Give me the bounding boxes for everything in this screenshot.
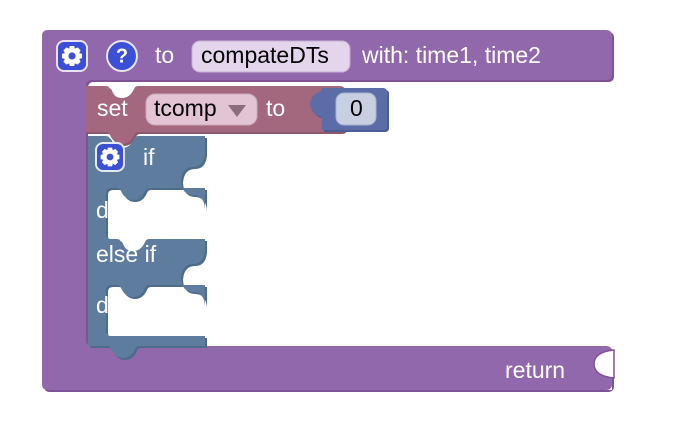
procedure-header-row[interactable]: ? to compateDTs with: time1, time2 [56,40,541,73]
question-mark-icon[interactable]: ? [116,45,128,67]
set-label: set [97,95,128,121]
return-label: return [505,357,565,383]
if-statement-socket-1[interactable] [111,190,205,236]
if-mutator-gear-button[interactable] [95,142,125,172]
question-mark-icon-background[interactable] [106,40,138,72]
with-params-label: with: time1, time2 [361,42,541,68]
procedure-block-body[interactable] [42,30,612,390]
variable-dropdown-background[interactable] [145,93,258,126]
chevron-down-icon[interactable] [228,105,246,117]
procedure-definition-block[interactable] [42,30,615,392]
number-field-background[interactable] [335,92,377,126]
gear-icon[interactable] [62,46,82,66]
to-label: to [155,42,174,68]
if-statement-socket-2[interactable] [111,287,205,333]
math-number-block[interactable]: 0 [310,88,389,132]
procedure-name-field-background[interactable] [191,40,351,73]
set-to-label: to [266,95,285,121]
help-question-button[interactable]: ? [106,40,138,72]
controls-if-block[interactable]: if do else if do [88,136,207,360]
return-socket-shape[interactable] [593,349,615,379]
mutator-gear-button[interactable] [56,40,88,72]
if-condition-socket-1[interactable] [181,140,207,186]
variable-name-field[interactable]: tcomp [154,95,217,121]
if-row-label-do-1: do [96,197,122,223]
if-block-body[interactable] [88,136,205,358]
if-row-label-do-2: do [96,292,122,318]
procedure-name-field[interactable]: compateDTs [201,42,329,68]
if-condition-socket-2[interactable] [181,238,207,284]
if-row-label-else-if: else if [96,241,157,267]
gear-icon[interactable] [100,147,120,167]
set-variable-block[interactable]: set tcomp to [86,86,347,146]
number-value-field[interactable]: 0 [350,95,363,121]
if-row-label-if: if [143,144,155,170]
